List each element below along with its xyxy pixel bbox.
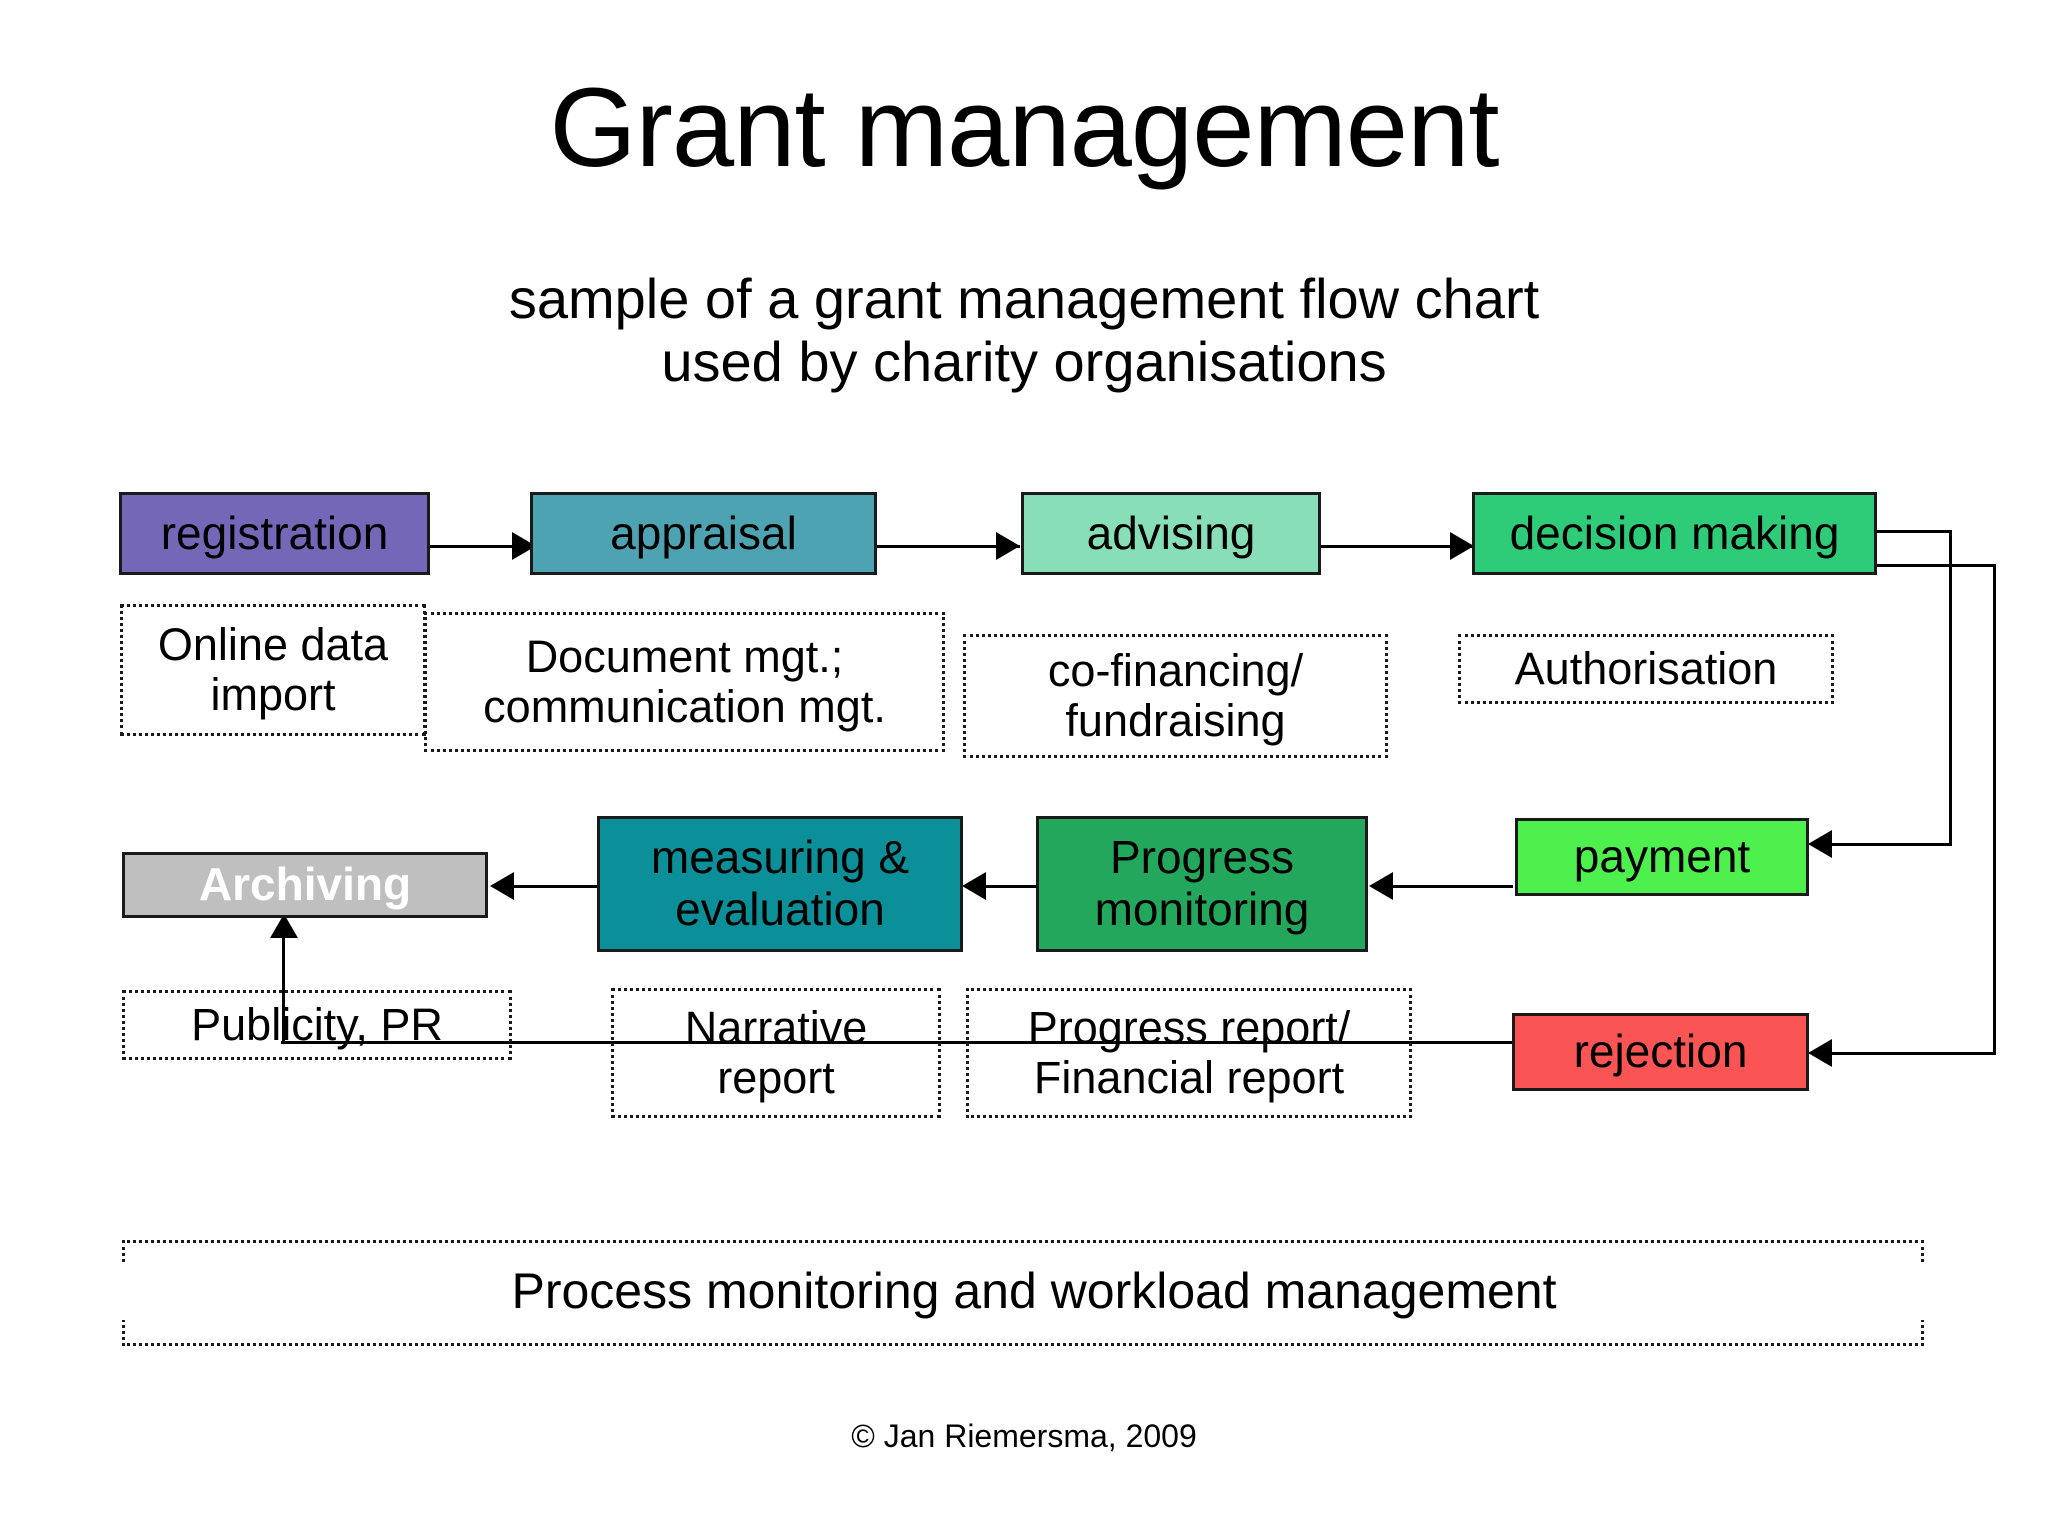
process-box-appraisal[interactable]: appraisal [530, 492, 877, 575]
connector-decision-rejection-vertical [1993, 564, 1996, 1055]
process-label-registration: registration [160, 506, 389, 559]
annotation-box-document-mgt: Document mgt.; communication mgt. [424, 612, 945, 752]
page-subtitle: sample of a grant management flow chart … [508, 267, 1540, 393]
arrowhead-payment-in [1808, 830, 1832, 858]
arrowhead-progress-monitoring-in [1369, 872, 1393, 900]
annotation-label-document-mgt: Document mgt.; communication mgt. [483, 630, 886, 732]
connector-decision-payment-vertical [1949, 530, 1952, 843]
arrowhead-decision-in [1450, 532, 1474, 560]
process-label-progress-monitoring: Progress monitoring [1094, 831, 1310, 935]
process-label-advising: advising [1086, 506, 1256, 559]
connector-payment-progress [1391, 885, 1513, 888]
annotation-box-publicity-pr: Publicity, PR [122, 990, 512, 1060]
process-box-archiving[interactable]: Archiving [122, 852, 488, 918]
process-box-decision-making[interactable]: decision making [1472, 492, 1877, 575]
connector-measuring-archiving [512, 885, 600, 888]
arrowhead-rejection-in [1808, 1039, 1832, 1067]
connector-decision-payment-bottom [1830, 843, 1952, 846]
process-label-measuring-evaluation: measuring & evaluation [650, 831, 910, 935]
annotation-label-online-data-import: Online data import [157, 618, 389, 720]
page-title: Grant management [549, 65, 1500, 190]
annotation-box-authorisation: Authorisation [1458, 634, 1834, 704]
process-box-progress-monitoring[interactable]: Progress monitoring [1036, 816, 1368, 952]
arrowhead-archiving-in [490, 872, 514, 900]
connector-registration-appraisal [428, 545, 538, 548]
process-box-registration[interactable]: registration [119, 492, 430, 575]
process-label-appraisal: appraisal [610, 506, 797, 559]
process-box-rejection[interactable]: rejection [1512, 1013, 1809, 1091]
connector-progress-measuring [984, 885, 1048, 888]
process-box-measuring-evaluation[interactable]: measuring & evaluation [597, 816, 963, 952]
process-label-payment: payment [1573, 830, 1751, 883]
arrowhead-measuring-in [962, 872, 986, 900]
annotation-label-publicity-pr: Publicity, PR [191, 998, 443, 1050]
connector-decision-rejection-top [1874, 564, 1996, 567]
process-label-decision-making: decision making [1509, 506, 1840, 559]
arrowhead-advising-in [996, 532, 1020, 560]
banner-label: Process monitoring and workload manageme… [0, 1262, 2048, 1320]
annotation-box-narrative-report: Narrative report [611, 988, 941, 1118]
annotation-label-authorisation: Authorisation [1514, 642, 1778, 694]
process-box-advising[interactable]: advising [1021, 492, 1321, 575]
annotation-label-narrative-report: Narrative report [684, 1001, 868, 1103]
connector-decision-payment-top [1874, 530, 1952, 533]
copyright-footer: © Jan Riemersma, 2009 [851, 1418, 1197, 1454]
connector-advising-decision [1320, 545, 1474, 548]
annotation-box-co-financing: co-financing/ fundraising [963, 634, 1388, 758]
annotation-box-progress-financial-report: Progress report/ Financial report [966, 988, 1412, 1118]
process-box-payment[interactable]: payment [1515, 818, 1809, 896]
connector-rejection-archiving-horizontal [281, 1041, 1515, 1044]
annotation-label-progress-financial-report: Progress report/ Financial report [1027, 1001, 1351, 1103]
process-label-archiving: Archiving [198, 858, 412, 911]
arrowhead-archiving-bottom-in [270, 914, 298, 938]
annotation-box-online-data-import: Online data import [120, 604, 426, 736]
annotation-label-co-financing: co-financing/ fundraising [1047, 644, 1304, 746]
connector-appraisal-advising [876, 545, 1020, 548]
process-label-rejection: rejection [1573, 1025, 1748, 1078]
connector-decision-rejection-bottom [1830, 1052, 1996, 1055]
